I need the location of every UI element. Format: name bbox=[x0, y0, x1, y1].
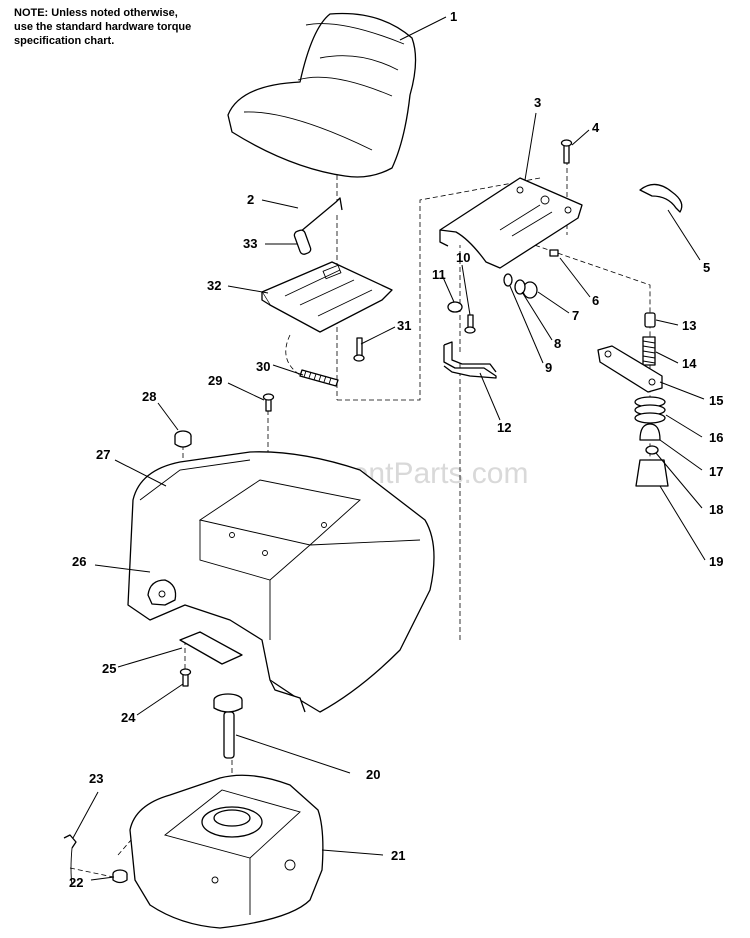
hardware-6-9 bbox=[503, 249, 559, 299]
spring-30 bbox=[299, 369, 339, 387]
bolt-29 bbox=[262, 393, 275, 412]
callout-26: 26 bbox=[72, 554, 86, 569]
callout-11: 11 bbox=[432, 267, 446, 282]
callout-33: 33 bbox=[243, 236, 257, 251]
callout-23: 23 bbox=[89, 771, 103, 786]
callout-1: 1 bbox=[450, 9, 457, 24]
callout-9: 9 bbox=[545, 360, 552, 375]
latch-26 bbox=[147, 579, 177, 606]
plate-25 bbox=[179, 631, 243, 665]
callout-27: 27 bbox=[96, 447, 110, 462]
callout-3: 3 bbox=[534, 95, 541, 110]
callout-29: 29 bbox=[208, 373, 222, 388]
callout-31: 31 bbox=[397, 318, 411, 333]
fuel-tank-21 bbox=[129, 774, 324, 929]
callout-6: 6 bbox=[592, 293, 599, 308]
plug-22 bbox=[112, 869, 128, 884]
callout-21: 21 bbox=[391, 848, 405, 863]
screw-31 bbox=[353, 337, 365, 362]
callout-14: 14 bbox=[682, 356, 697, 371]
callout-8: 8 bbox=[554, 336, 561, 351]
hardware-10-11 bbox=[447, 301, 476, 334]
callout-13: 13 bbox=[682, 318, 696, 333]
callout-10: 10 bbox=[456, 250, 470, 265]
torque-note: NOTE: Unless noted otherwise, use the st… bbox=[14, 6, 264, 48]
callout-18: 18 bbox=[709, 502, 723, 517]
seat-part bbox=[227, 12, 417, 178]
note-line-1: NOTE: Unless noted otherwise, bbox=[14, 7, 178, 19]
callout-7: 7 bbox=[572, 308, 579, 323]
adjustment-rod-part bbox=[293, 197, 343, 255]
note-line-3: specification chart. bbox=[14, 35, 115, 47]
bracket-12 bbox=[443, 341, 497, 379]
callout-5: 5 bbox=[703, 260, 710, 275]
callout-16: 16 bbox=[709, 430, 723, 445]
callout-17: 17 bbox=[709, 464, 723, 479]
fuel-cap-20 bbox=[213, 693, 243, 759]
bolt-4 bbox=[560, 139, 573, 164]
callout-12: 12 bbox=[497, 420, 511, 435]
callout-labels: 1 2 3 4 5 6 7 8 9 10 11 12 13 14 15 16 1… bbox=[69, 9, 723, 890]
callout-28: 28 bbox=[142, 389, 156, 404]
fender-part bbox=[127, 451, 435, 713]
callout-4: 4 bbox=[592, 120, 600, 135]
callout-22: 22 bbox=[69, 875, 83, 890]
slide-plate-part bbox=[261, 261, 393, 333]
callout-32: 32 bbox=[207, 278, 221, 293]
note-line-2: use the standard hardware torque bbox=[14, 21, 192, 33]
grommet-28 bbox=[174, 430, 192, 448]
callout-30: 30 bbox=[256, 359, 270, 374]
callout-25: 25 bbox=[102, 661, 116, 676]
callout-2: 2 bbox=[247, 192, 254, 207]
cable-23 bbox=[63, 834, 77, 886]
suspension-stack bbox=[597, 312, 669, 487]
screw-24 bbox=[179, 668, 192, 687]
callout-19: 19 bbox=[709, 554, 723, 569]
callout-20: 20 bbox=[366, 767, 380, 782]
leader-lines bbox=[72, 16, 706, 881]
callout-24: 24 bbox=[121, 710, 136, 725]
callout-15: 15 bbox=[709, 393, 723, 408]
clip-5 bbox=[639, 183, 683, 213]
seat-mount-bracket-part bbox=[439, 177, 583, 269]
